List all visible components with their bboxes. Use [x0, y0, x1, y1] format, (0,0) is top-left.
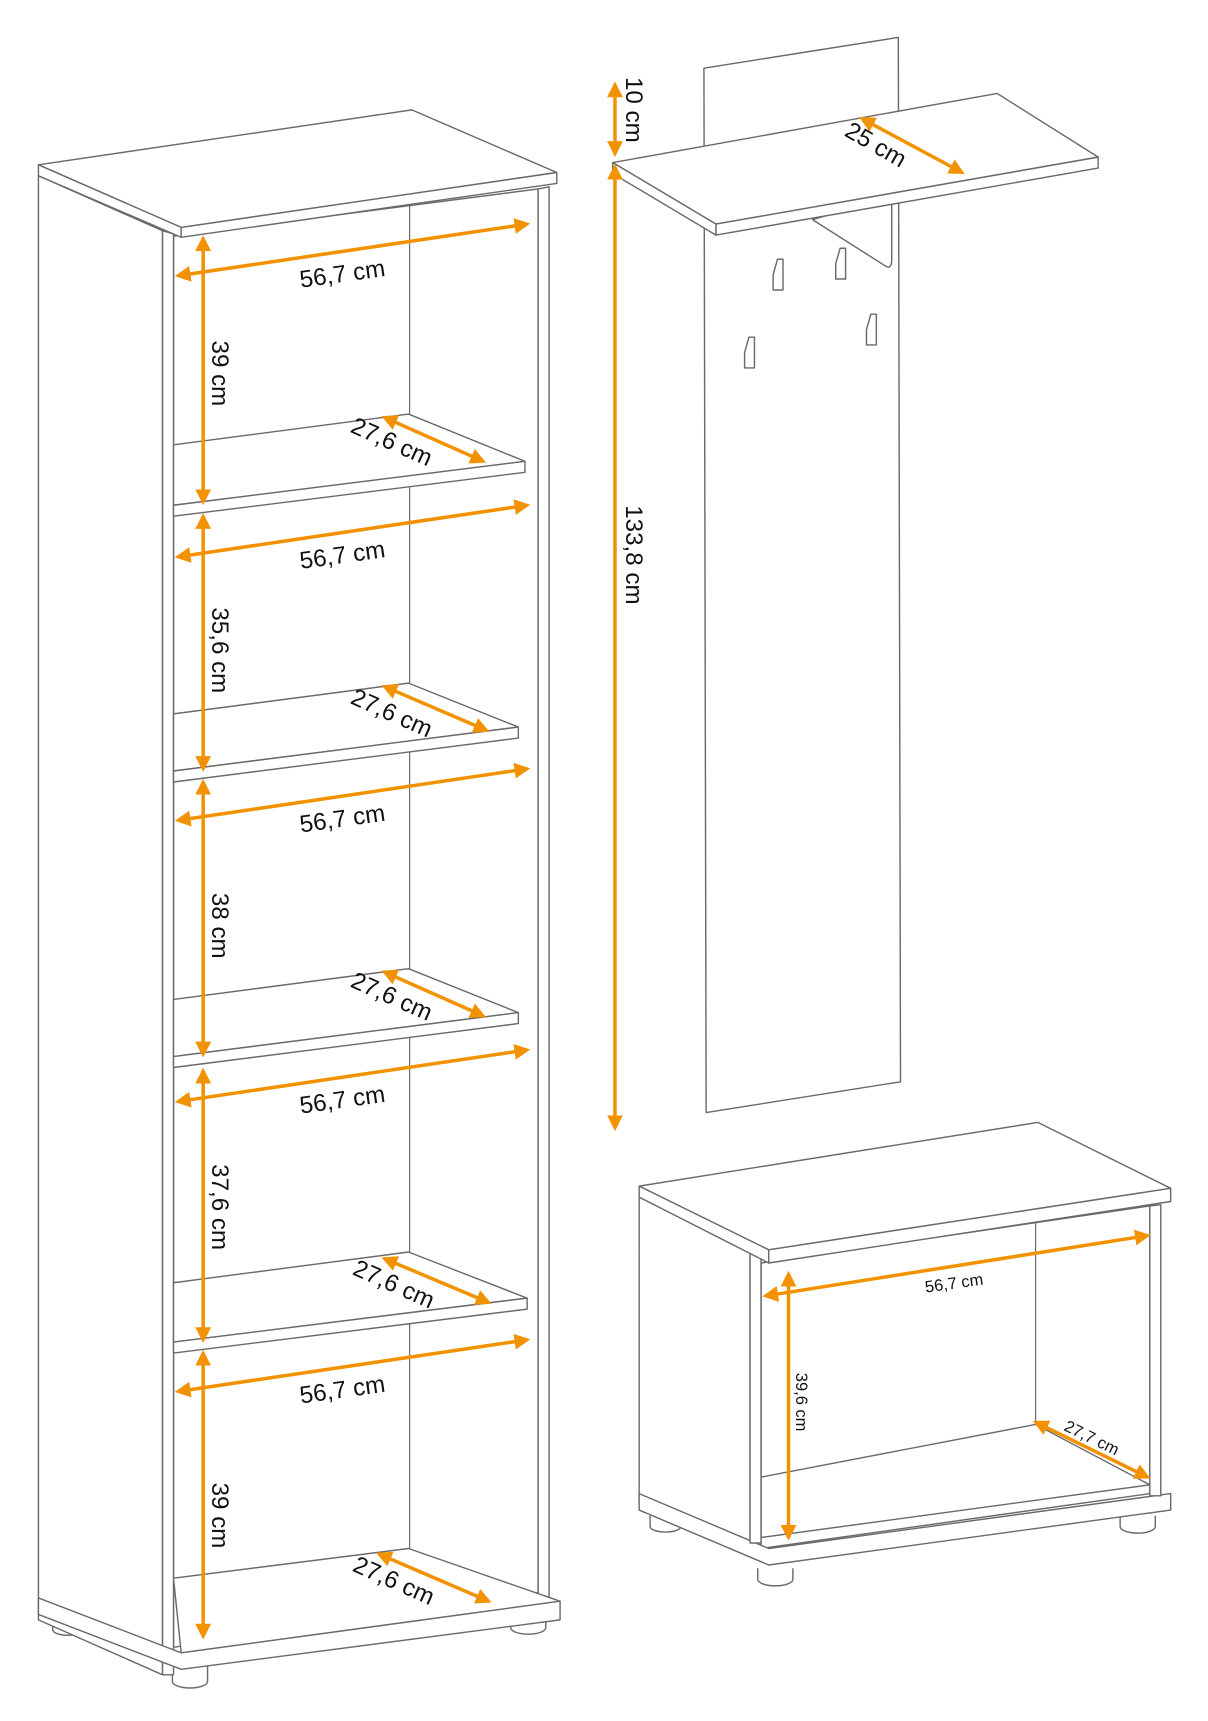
coat-hooks: [743, 247, 878, 369]
coat-rack-shelf-front-edge: [715, 156, 1099, 236]
shelf-bracket: [811, 194, 893, 268]
height-label: 38 cm: [206, 893, 233, 959]
shelf-unit-height-dimensions: 39 cm 35,6 cm 38 cm 37,6 cm 39 cm: [195, 235, 233, 1640]
bench-width-arrow: [762, 1229, 1151, 1302]
shelf-depth-arrow: [859, 117, 965, 175]
coat-hook: [743, 336, 756, 369]
bench: 56,7 cm 39,6 cm 27,7 cm: [638, 1121, 1172, 1587]
coat-hook: [835, 247, 847, 280]
coat-hook: [865, 313, 878, 346]
shelf-unit-base: [37, 1597, 561, 1671]
panel-height-label: 133,8 cm: [620, 505, 647, 604]
bench-left-side: [638, 1196, 751, 1544]
bench-front-edge: [749, 1251, 762, 1544]
bench-height-label: 39,6 cm: [792, 1373, 810, 1432]
height-label: 35,6 cm: [206, 607, 233, 693]
coat-rack: 10 cm 133,8 cm 25 cm: [607, 36, 1099, 1132]
shelf-unit: 56,7 cm 56,7 cm 56,7 cm 56,7 cm 56,7 cm …: [37, 109, 561, 1689]
height-label: 37,6 cm: [206, 1164, 233, 1250]
bench-right-side: [1149, 1204, 1162, 1497]
shelf-unit-right-side: [537, 186, 550, 1600]
height-label: 39 cm: [206, 1483, 233, 1549]
coat-hook: [772, 258, 784, 291]
shelf-unit-front-edge: [161, 229, 175, 1676]
top-height-label: 10 cm: [620, 77, 647, 143]
coat-rack-panel: [703, 36, 902, 1114]
shelf-unit-left-side: [37, 175, 164, 1676]
bench-depth-arrow: [1032, 1420, 1151, 1479]
height-label: 39 cm: [206, 341, 233, 407]
bench-base: [638, 1492, 1172, 1566]
